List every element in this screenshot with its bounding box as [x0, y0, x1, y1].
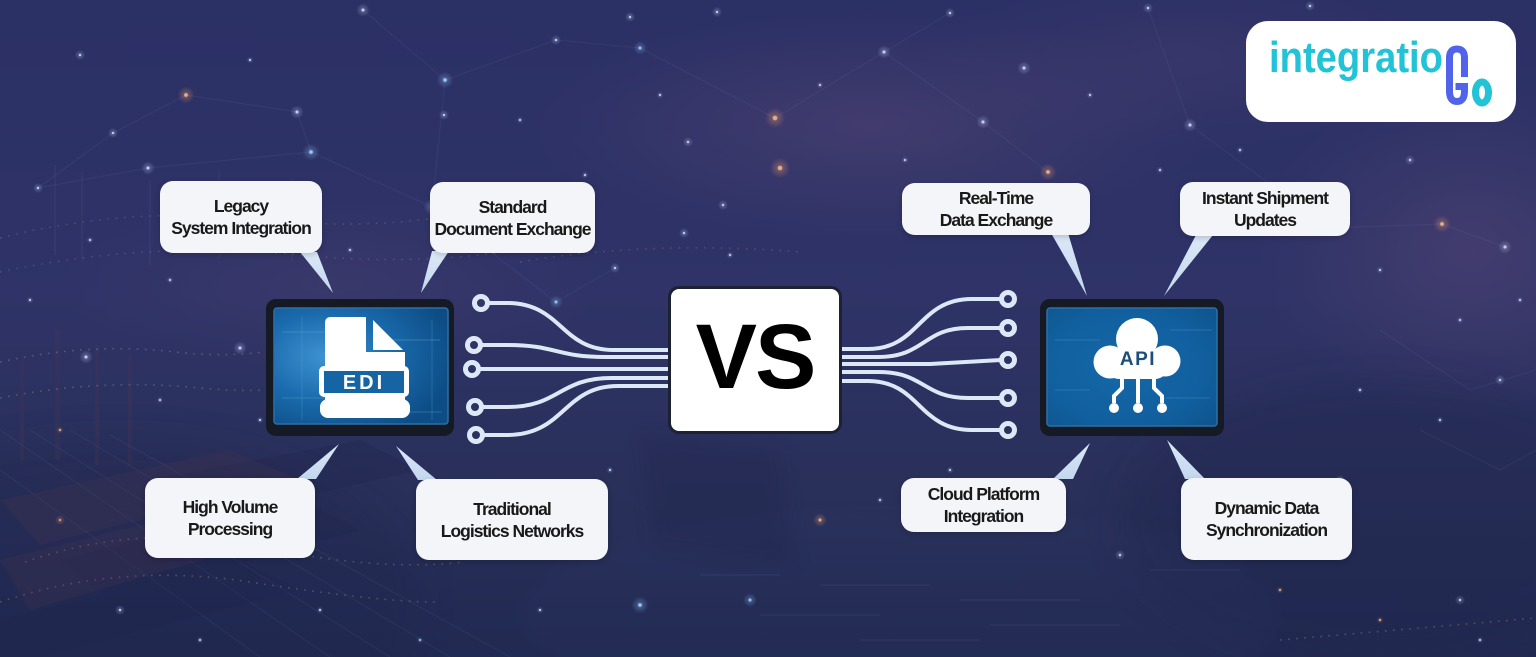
svg-text:integratio: integratio: [1269, 33, 1443, 82]
svg-text:API: API: [1120, 349, 1156, 370]
svg-text:EDI: EDI: [343, 372, 385, 394]
